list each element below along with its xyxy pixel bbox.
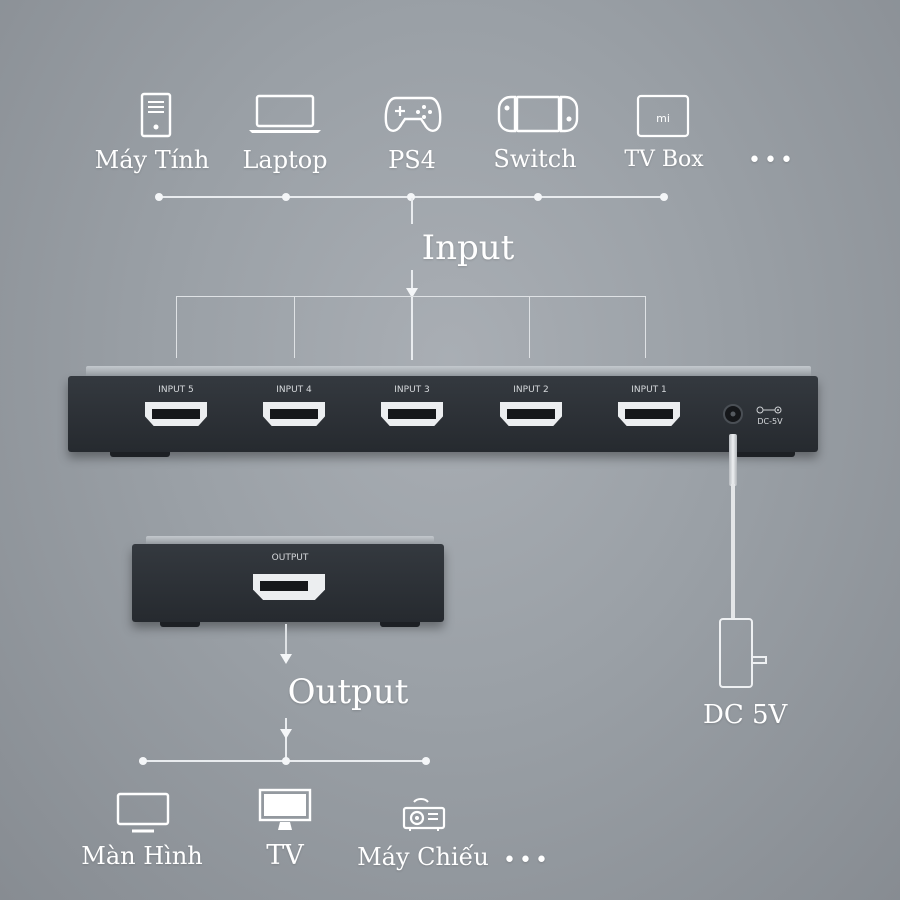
port-label-input-1: INPUT 1 xyxy=(631,385,667,395)
output-device-label-monitor: Màn Hình xyxy=(81,842,203,870)
output-dot-3 xyxy=(422,757,430,765)
hdmi-port-input-4 xyxy=(263,402,325,426)
adapter-prong xyxy=(753,656,767,664)
dc-5v-port-label: DC-5V xyxy=(757,417,783,426)
projector-icon xyxy=(402,798,446,831)
input-device-label-laptop: Laptop xyxy=(242,146,328,174)
input-branch-4 xyxy=(294,296,295,358)
hdmi-port-output xyxy=(253,574,325,600)
nintendo-switch-icon xyxy=(497,95,579,133)
output-box-foot-right xyxy=(380,622,420,627)
input-dot-5 xyxy=(660,193,668,201)
output-stem-lower xyxy=(285,718,287,760)
output-title: Output xyxy=(287,672,409,712)
input-branch-1 xyxy=(645,296,646,358)
switch-box-foot-right xyxy=(735,452,795,457)
power-label: DC 5V xyxy=(703,700,788,730)
polarity-icon xyxy=(756,406,782,414)
port-label-input-5: INPUT 5 xyxy=(158,385,194,395)
port-label-input-4: INPUT 4 xyxy=(276,385,312,395)
monitor-icon xyxy=(116,792,170,833)
output-box-foot-left xyxy=(160,622,200,627)
hdmi-port-input-1 xyxy=(618,402,680,426)
hdmi-port-input-2 xyxy=(500,402,562,426)
dc-jack-icon xyxy=(723,404,743,424)
dc-plug xyxy=(729,434,737,486)
input-arrow-icon xyxy=(406,288,418,298)
output-box-top xyxy=(146,536,434,546)
input-dot-1 xyxy=(155,193,163,201)
input-title: Input xyxy=(421,228,515,268)
output-dot-2 xyxy=(282,757,290,765)
input-stem-lower xyxy=(411,270,413,360)
laptop-icon xyxy=(249,94,321,133)
output-dot-1 xyxy=(139,757,147,765)
input-branch-line xyxy=(176,296,646,297)
switch-box-top xyxy=(86,366,811,378)
input-dot-4 xyxy=(534,193,542,201)
port-label-output: OUTPUT xyxy=(271,553,309,563)
input-device-label-ps4: PS4 xyxy=(388,146,436,174)
tv-box-icon: mi xyxy=(636,94,690,138)
switch-box-foot-left xyxy=(110,452,170,457)
tv-icon xyxy=(258,788,312,830)
hdmi-port-input-3 xyxy=(381,402,443,426)
output-more-dots: ••• xyxy=(503,848,551,873)
input-device-label-tvbox: TV Box xyxy=(624,147,704,172)
hdmi-port-input-5 xyxy=(145,402,207,426)
output-arrow-2-icon xyxy=(280,729,292,739)
input-branch-2 xyxy=(529,296,530,358)
output-device-label-projector: Máy Chiếu xyxy=(357,843,489,871)
port-label-input-3: INPUT 3 xyxy=(394,385,430,395)
gamepad-icon xyxy=(384,96,442,132)
input-dot-3 xyxy=(407,193,415,201)
power-adapter xyxy=(719,618,753,688)
output-stem-upper xyxy=(285,624,287,660)
port-label-input-2: INPUT 2 xyxy=(513,385,549,395)
input-more-dots: ••• xyxy=(748,148,796,173)
power-cable xyxy=(731,484,735,620)
input-stem-upper xyxy=(411,198,413,224)
tv-box-logo: mi xyxy=(656,112,670,125)
output-arrow-icon xyxy=(280,654,292,664)
input-branch-5 xyxy=(176,296,177,358)
input-dot-2 xyxy=(282,193,290,201)
output-device-label-tv: TV xyxy=(266,840,304,871)
input-device-label-pc: Máy Tính xyxy=(94,146,210,174)
desktop-tower-icon xyxy=(140,92,172,138)
input-device-label-switch: Switch xyxy=(493,145,577,173)
